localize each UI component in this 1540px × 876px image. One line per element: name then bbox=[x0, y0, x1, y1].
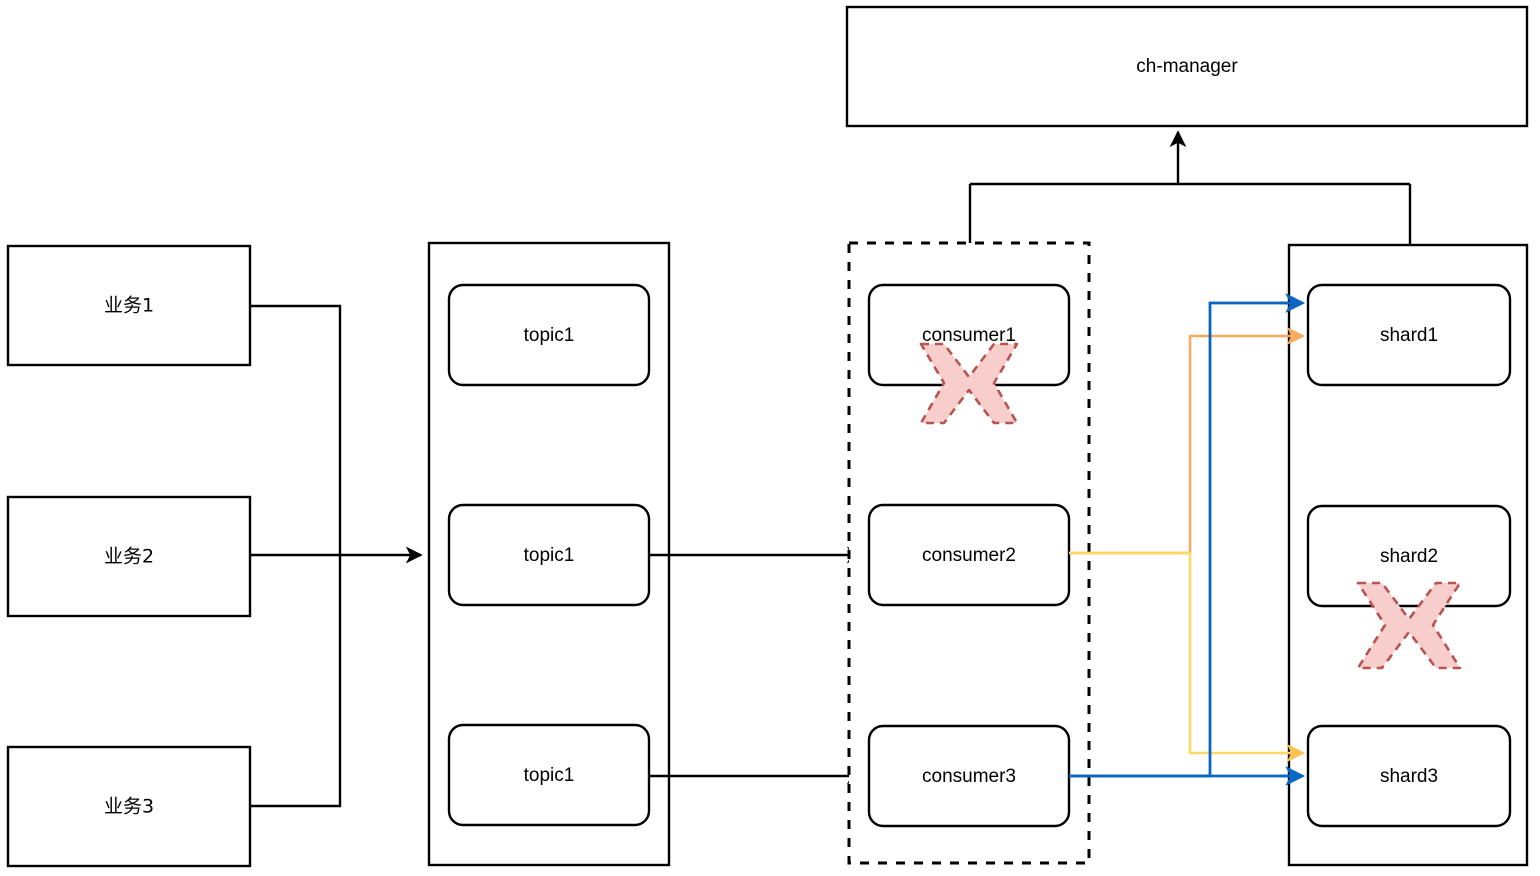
topic-container: topic1 topic1 topic1 bbox=[427, 241, 671, 867]
consumer-group: consumer1 consumer2 consumer3 bbox=[847, 241, 1091, 865]
consumer-item-2[interactable]: consumer2 bbox=[867, 503, 1071, 607]
x-mark-icon-shard2 bbox=[1356, 581, 1462, 670]
topic-label-3: topic1 bbox=[524, 765, 575, 786]
edge-arrowheads-overlay bbox=[1280, 293, 1305, 786]
producer-item-2[interactable]: 业务2 bbox=[6, 495, 252, 618]
shard-label-2: shard2 bbox=[1380, 546, 1438, 567]
producer-item-1[interactable]: 业务1 bbox=[6, 244, 252, 367]
producer-item-3[interactable]: 业务3 bbox=[6, 745, 252, 868]
shard-box-3[interactable] bbox=[1306, 724, 1512, 828]
shard-item-2[interactable]: shard2 bbox=[1306, 504, 1512, 670]
consumer-item-1[interactable]: consumer1 bbox=[867, 283, 1071, 425]
ch-manager-node[interactable]: ch-manager bbox=[845, 5, 1529, 128]
shard-box-1[interactable] bbox=[1306, 283, 1512, 387]
edge-consumer3-to-shard1 bbox=[1069, 293, 1305, 778]
consumer-label-1: consumer1 bbox=[922, 325, 1016, 346]
shard-container-box bbox=[1287, 243, 1529, 867]
consumer-label-2: consumer2 bbox=[922, 545, 1016, 566]
ch-manager-box[interactable] bbox=[845, 5, 1529, 128]
producer-box-3[interactable] bbox=[6, 745, 252, 868]
edge-consumer2-to-shard1 bbox=[1069, 326, 1305, 555]
topic-item-3[interactable]: topic1 bbox=[447, 723, 651, 827]
consumer-item-3[interactable]: consumer3 bbox=[867, 724, 1071, 828]
shard-item-1[interactable]: shard1 bbox=[1306, 283, 1512, 387]
producer-label-2: 业务2 bbox=[104, 546, 154, 568]
consumer-label-3: consumer3 bbox=[922, 766, 1016, 787]
producer-box-2[interactable] bbox=[6, 495, 252, 618]
topic-label-2: topic1 bbox=[524, 545, 575, 566]
shard-container: shard1 shard2 shard3 bbox=[1287, 243, 1529, 867]
producer-label-1: 业务1 bbox=[104, 295, 154, 317]
topic-item-1[interactable]: topic1 bbox=[447, 283, 651, 387]
edge-groups-to-ch-manager bbox=[968, 130, 1412, 245]
shard-item-3[interactable]: shard3 bbox=[1306, 724, 1512, 828]
x-mark-icon-consumer1 bbox=[919, 342, 1019, 425]
edge-producers-to-topics bbox=[250, 304, 423, 808]
shard-box-2[interactable] bbox=[1306, 504, 1512, 608]
edge-consumer2-to-shard3 bbox=[1069, 551, 1305, 763]
shard-label-3: shard3 bbox=[1380, 766, 1438, 787]
consumer-box-2[interactable] bbox=[867, 503, 1071, 607]
ch-manager-label: ch-manager bbox=[1136, 56, 1238, 77]
shard-label-1: shard1 bbox=[1380, 325, 1438, 346]
topic-item-2[interactable]: topic1 bbox=[447, 503, 651, 607]
topic-label-1: topic1 bbox=[524, 325, 575, 346]
producer-label-3: 业务3 bbox=[104, 796, 154, 818]
topic-box-1[interactable] bbox=[447, 283, 651, 387]
producer-box-1[interactable] bbox=[6, 244, 252, 367]
